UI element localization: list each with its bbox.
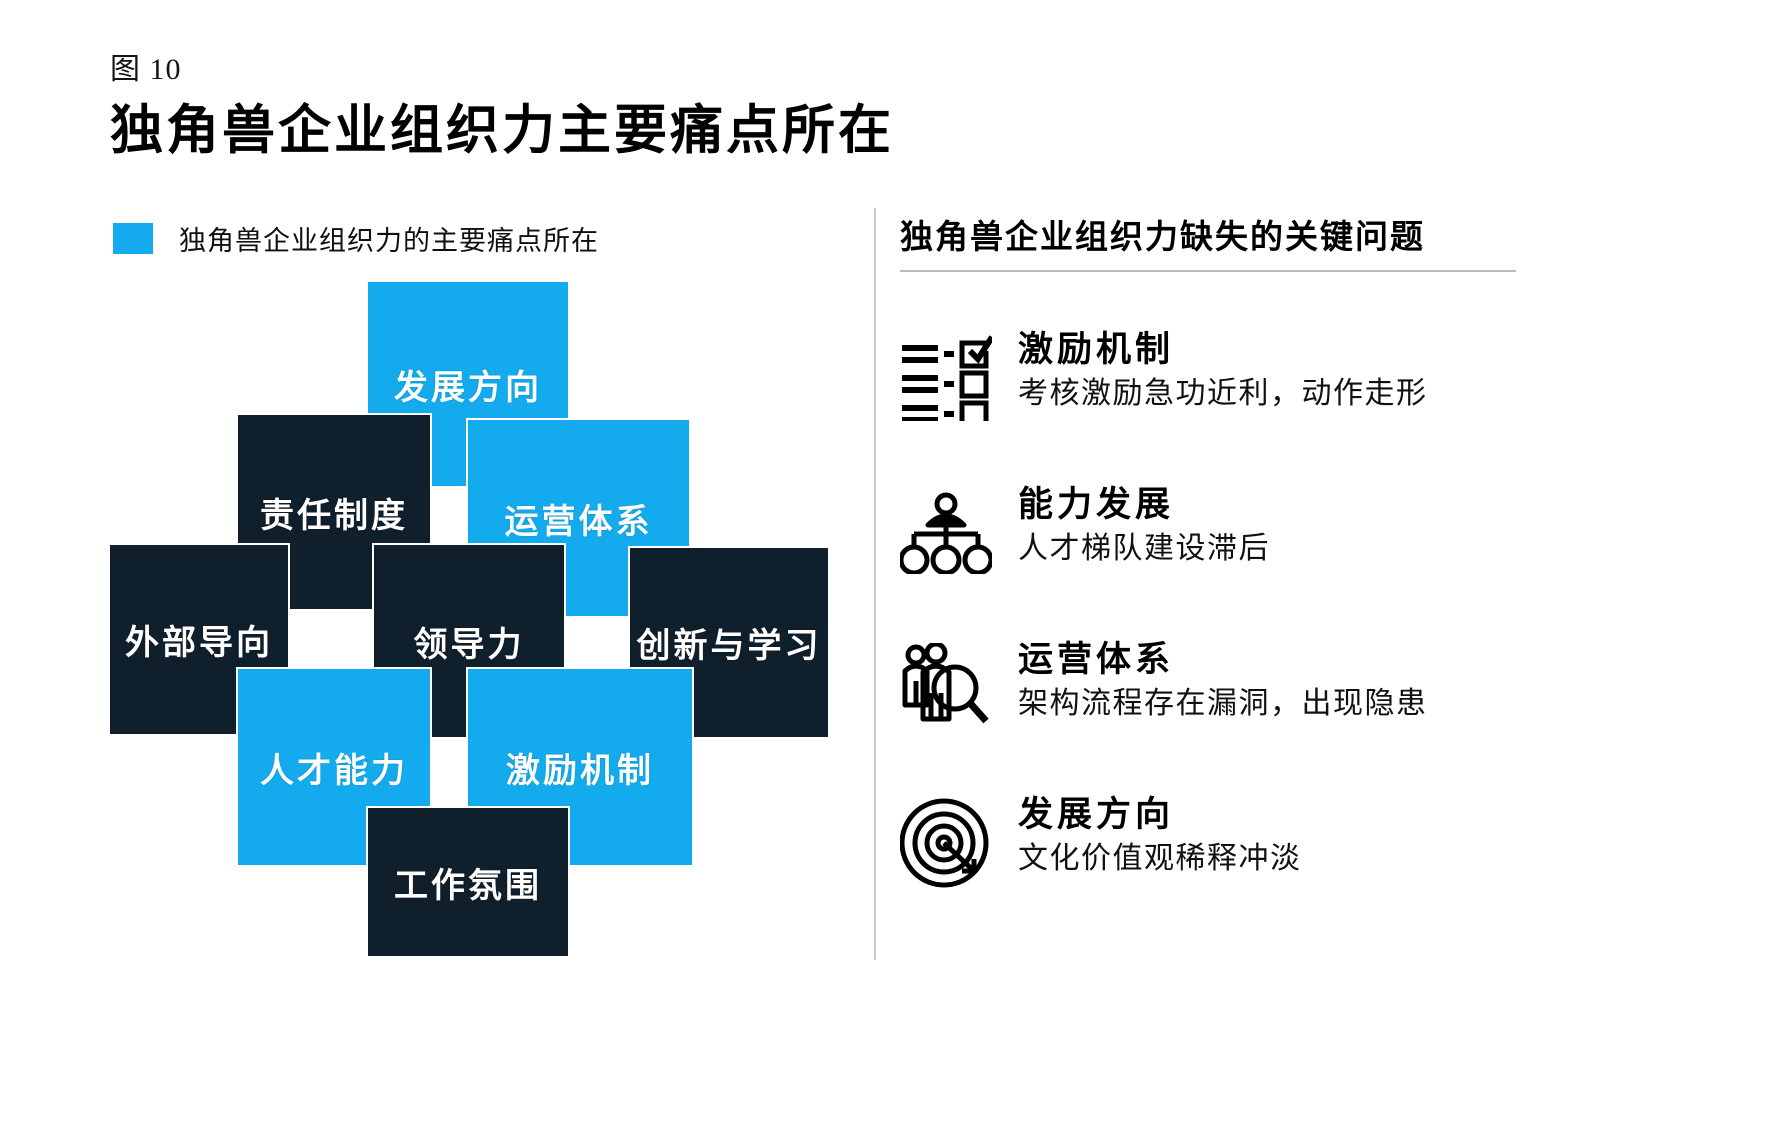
checklist-icon <box>900 332 992 424</box>
list-item[interactable]: 运营体系 架构流程存在漏洞，出现隐患 <box>900 638 1580 734</box>
list-item[interactable]: 能力发展 人才梯队建设滞后 <box>900 483 1580 579</box>
panel-title: 独角兽企业组织力缺失的关键问题 <box>900 220 1425 256</box>
legend-swatch <box>113 223 153 254</box>
matrix-cell-label: 外部导向 <box>125 625 273 662</box>
list-item-desc: 人才梯队建设滞后 <box>1018 532 1270 566</box>
list-item-body: 激励机制 考核激励急功近利，动作走形 <box>1018 328 1428 412</box>
list-item-body: 发展方向 文化价值观稀释冲淡 <box>1018 793 1302 877</box>
organization-matrix-diagram: 发展方向 责任制度 运营体系 外部导向 领导力 创新与学习 人才能力 激励机制 … <box>108 278 858 958</box>
page-title: 独角兽企业组织力主要痛点所在 <box>110 102 894 160</box>
panel-title-rule <box>900 270 1516 272</box>
matrix-cell-label: 责任制度 <box>260 497 408 535</box>
people-search-icon <box>900 642 992 734</box>
legend: 独角兽企业组织力的主要痛点所在 <box>113 219 599 258</box>
list-item-desc: 文化价值观稀释冲淡 <box>1018 842 1302 876</box>
matrix-cell-label: 激励机制 <box>506 752 654 790</box>
list-item-desc: 考核激励急功近利，动作走形 <box>1018 377 1428 411</box>
matrix-cell-label: 创新与学习 <box>636 628 822 665</box>
matrix-cell-label: 发展方向 <box>394 369 542 407</box>
org-chart-icon <box>900 487 992 579</box>
matrix-cell-label: 运营体系 <box>504 503 653 541</box>
matrix-cell-label: 人才能力 <box>260 752 408 790</box>
legend-label: 独角兽企业组织力的主要痛点所在 <box>179 226 599 256</box>
list-item-title: 发展方向 <box>1018 795 1175 834</box>
list-item-title: 激励机制 <box>1018 330 1175 369</box>
list-item-title: 能力发展 <box>1018 485 1175 524</box>
list-item-body: 能力发展 人才梯队建设滞后 <box>1018 483 1270 567</box>
matrix-cell-label: 工作氛围 <box>394 867 542 905</box>
list-item[interactable]: 激励机制 考核激励急功近利，动作走形 <box>900 328 1580 424</box>
list-item-body: 运营体系 架构流程存在漏洞，出现隐患 <box>1018 638 1428 722</box>
panel-divider <box>874 208 876 960</box>
matrix-cell-bottom[interactable]: 工作氛围 <box>366 806 570 958</box>
key-issues-list: 激励机制 考核激励急功近利，动作走形 <box>900 328 1580 889</box>
target-icon <box>900 797 992 889</box>
list-item-desc: 架构流程存在漏洞，出现隐患 <box>1018 687 1428 721</box>
list-item[interactable]: 发展方向 文化价值观稀释冲淡 <box>900 793 1580 889</box>
key-issues-panel: 独角兽企业组织力缺失的关键问题 <box>900 210 1580 948</box>
list-item-title: 运营体系 <box>1018 640 1175 679</box>
matrix-cell-label: 领导力 <box>413 626 525 664</box>
figure-label: 图 10 <box>110 53 182 86</box>
